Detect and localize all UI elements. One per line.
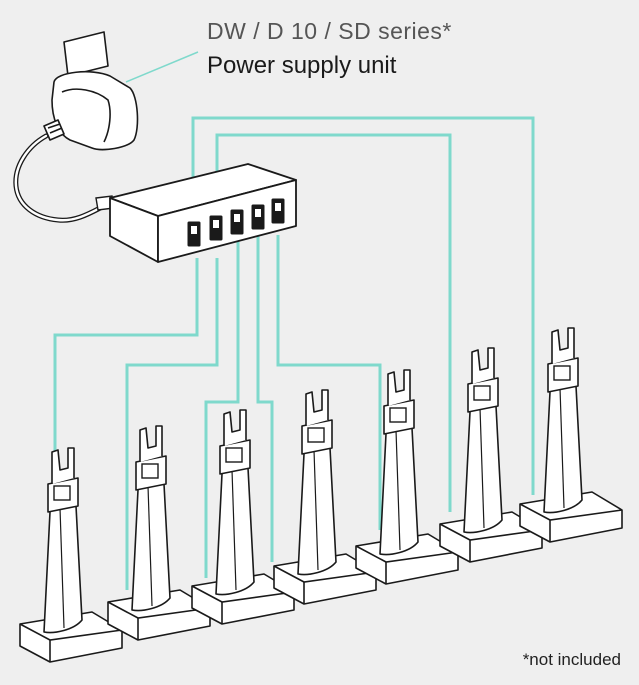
cable-to-charger-2 (125, 258, 219, 590)
charger-5 (355, 369, 459, 585)
psu-strain-ridge-2 (49, 127, 63, 134)
usb-hub (109, 163, 297, 263)
footnote: *not included (522, 650, 621, 669)
power-supply-unit (43, 31, 139, 151)
cable-to-charger-3 (204, 235, 240, 578)
cable-to-charger-7 (191, 116, 535, 495)
psu-strain-ridge-1 (47, 123, 61, 129)
psu-plug-prongs (63, 31, 109, 77)
psu-body (51, 70, 139, 151)
label-leader-line (125, 51, 199, 83)
product-series-label: DW / D 10 / SD series* (207, 18, 452, 44)
hub-usb-port-inserts (191, 203, 281, 234)
psu-name-label: Power supply unit (207, 52, 397, 79)
cable-to-charger-5 (276, 235, 382, 530)
charger-1 (19, 447, 123, 663)
charger-4 (273, 389, 377, 605)
cable-to-charger-4 (256, 235, 274, 562)
psu-body-face (61, 88, 111, 143)
charger-7 (519, 327, 623, 543)
psu-cable-inner (14, 134, 106, 222)
